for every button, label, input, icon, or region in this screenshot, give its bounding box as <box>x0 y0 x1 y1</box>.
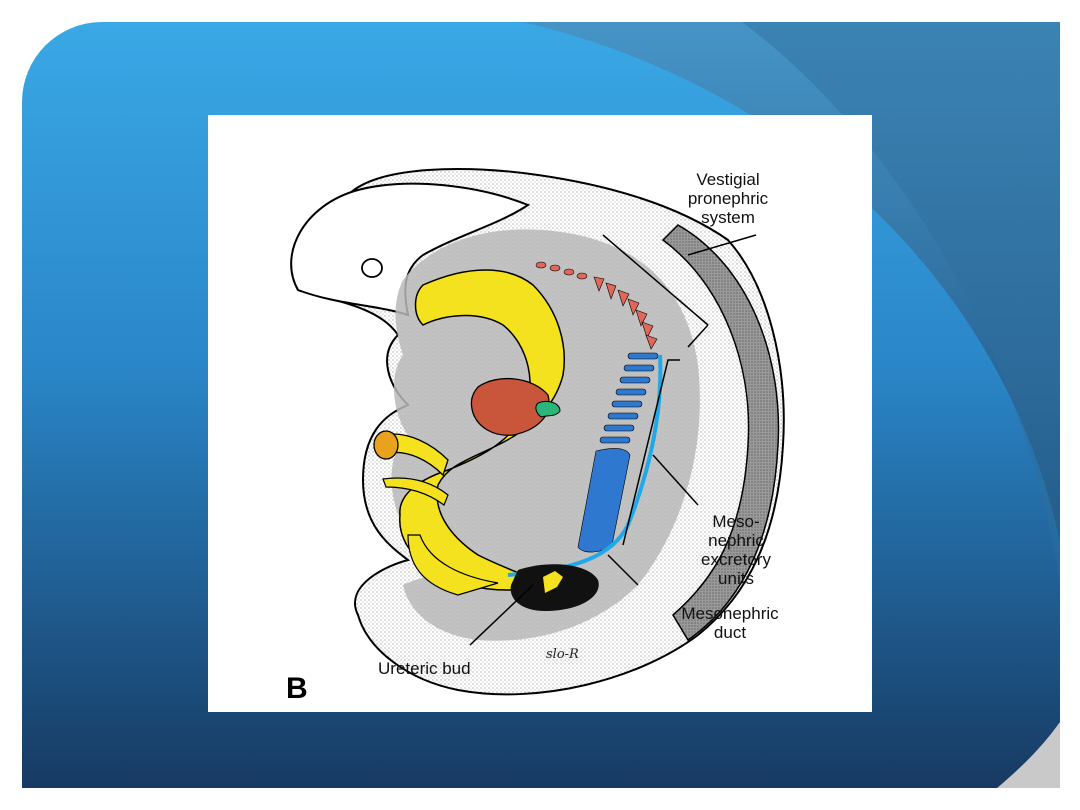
artist-signature: slo-R <box>546 647 579 662</box>
label-meso-units-line4: units <box>718 569 754 588</box>
mesonephric-units <box>577 352 659 553</box>
ureteric-bud-shape <box>543 571 563 593</box>
embryo-figure: Vestigial pronephric system Meso- nephri… <box>208 115 872 712</box>
panel-letter: B <box>286 672 308 705</box>
hindgut <box>407 534 499 596</box>
cloacal-opening <box>373 430 399 460</box>
liver-bud <box>535 400 561 418</box>
label-vestigial-line2: pronephric <box>688 189 769 208</box>
body-wall <box>661 224 780 642</box>
label-vestigial-line3: system <box>701 208 755 227</box>
mesoderm <box>391 229 700 641</box>
label-meso-duct-line1: Mesonephric <box>681 604 779 623</box>
yolk-stalk <box>382 433 449 477</box>
label-meso-units-line1: Meso- <box>712 512 759 531</box>
label-meso-units-line3: excretory <box>701 550 771 569</box>
leader-lines <box>469 234 757 646</box>
label-vestigial-line1: Vestigial <box>696 170 759 189</box>
pronephric-tubules <box>535 261 658 350</box>
label-ureteric-bud: Ureteric bud <box>378 659 471 678</box>
label-meso-units-line2: nephric <box>708 531 764 550</box>
liver <box>470 377 550 436</box>
eye-placode <box>361 258 383 278</box>
allantois <box>382 477 449 506</box>
label-meso-duct-line2: duct <box>714 623 746 642</box>
